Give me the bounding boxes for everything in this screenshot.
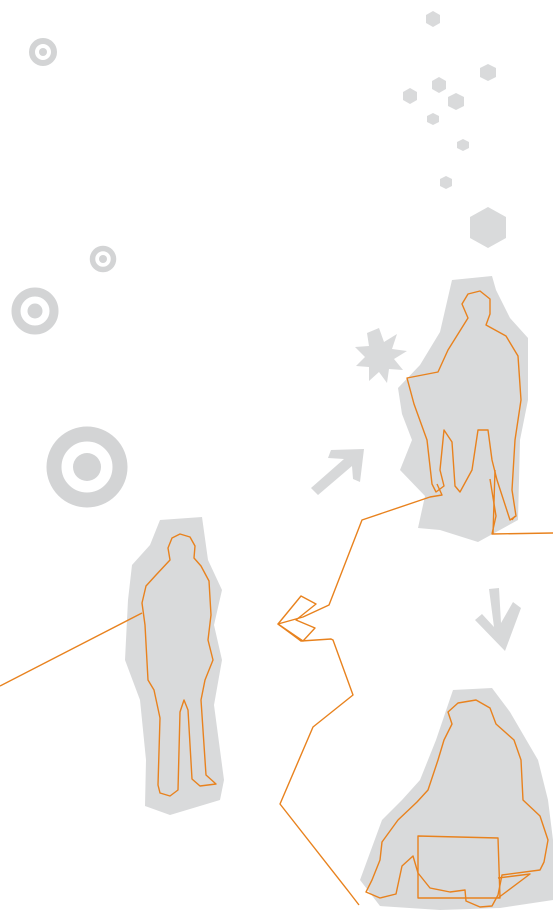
- crouching-person-laptop-icon: [360, 688, 553, 910]
- hexagon-icon: [480, 64, 496, 81]
- target-icon: [54, 434, 120, 500]
- arrow-icon: [475, 588, 521, 651]
- hexagon-icon: [403, 88, 417, 104]
- target-icon: [32, 41, 54, 63]
- arrow-icon: [311, 449, 364, 495]
- sitting-person-laptop-icon: [398, 276, 528, 542]
- hexagon-icon: [448, 93, 464, 110]
- hexagon-icon: [440, 176, 452, 189]
- standing-person-icon: [125, 517, 224, 815]
- target-icon: [16, 292, 54, 330]
- hexagon-icon: [470, 207, 506, 248]
- starburst-icon: [355, 328, 407, 383]
- hexagon-icon: [426, 11, 440, 27]
- hexagon-icon: [432, 77, 446, 93]
- hexagon-icon: [427, 113, 439, 125]
- hexagon-icon: [457, 139, 469, 151]
- target-icon: [93, 249, 114, 270]
